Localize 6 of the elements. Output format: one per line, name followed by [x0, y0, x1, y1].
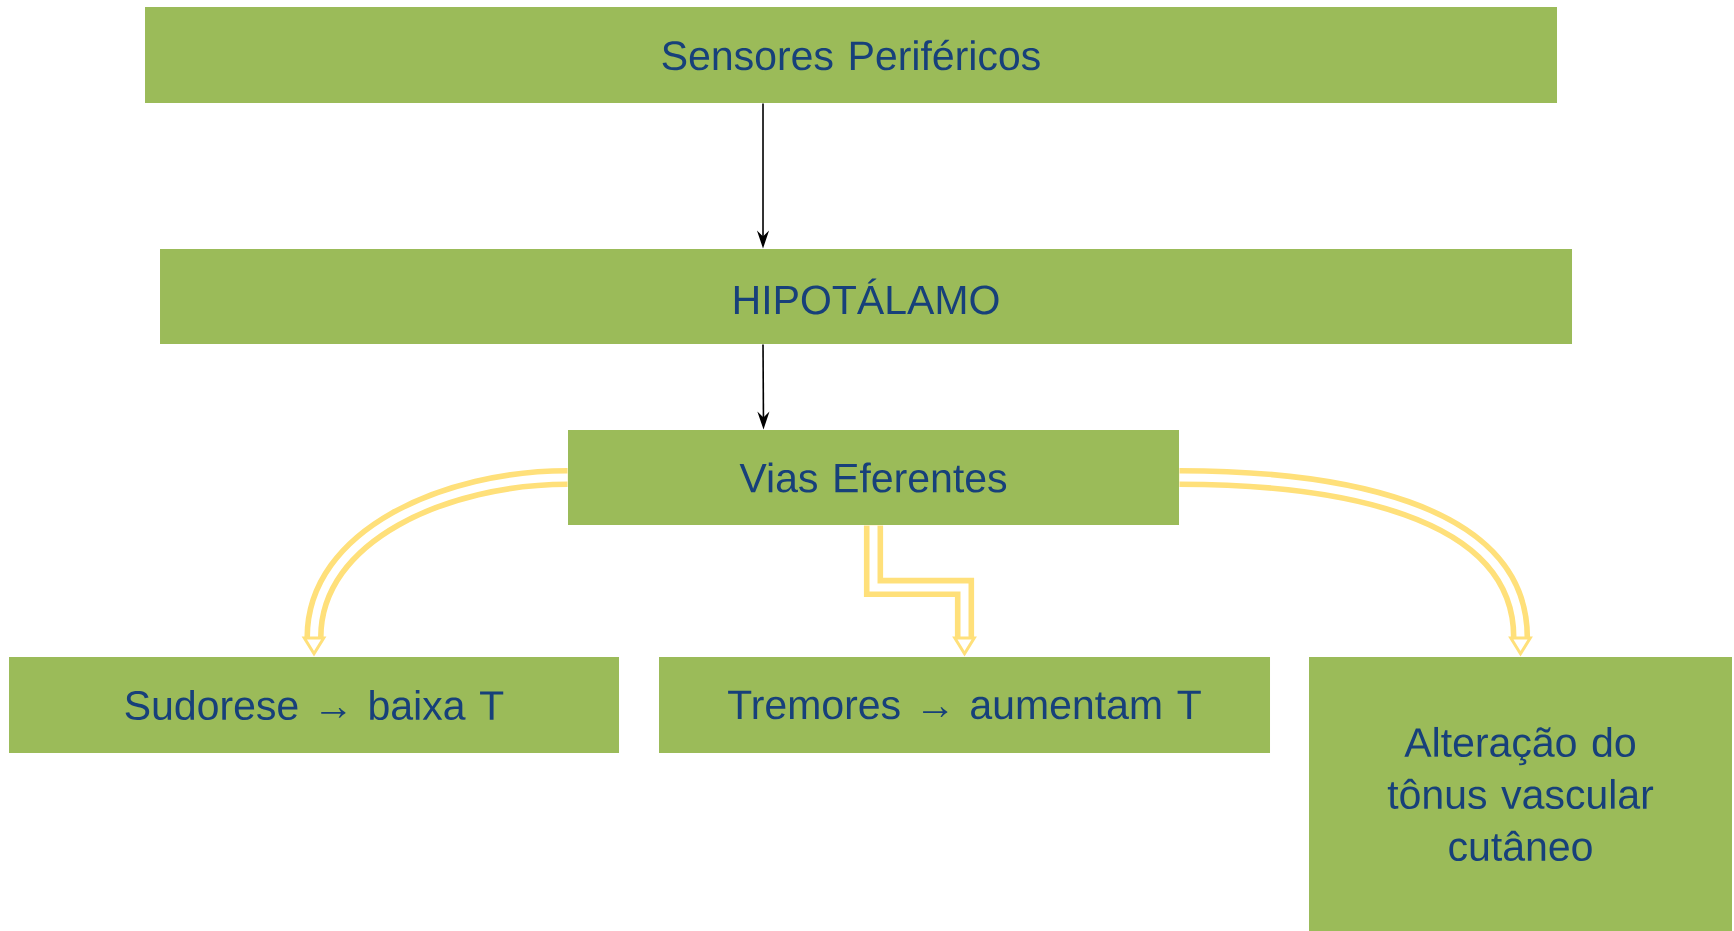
process-box: Alteração do tônus vascular cutâneo [1309, 657, 1732, 931]
process-box: HIPOTÁLAMO [160, 249, 1572, 344]
process-box: Tremores → aumentam T [659, 657, 1270, 753]
process-box: Vias Eferentes [568, 430, 1179, 525]
process-box: Sensores Periféricos [145, 7, 1557, 103]
process-box: Sudorese → baixa T [9, 657, 619, 753]
